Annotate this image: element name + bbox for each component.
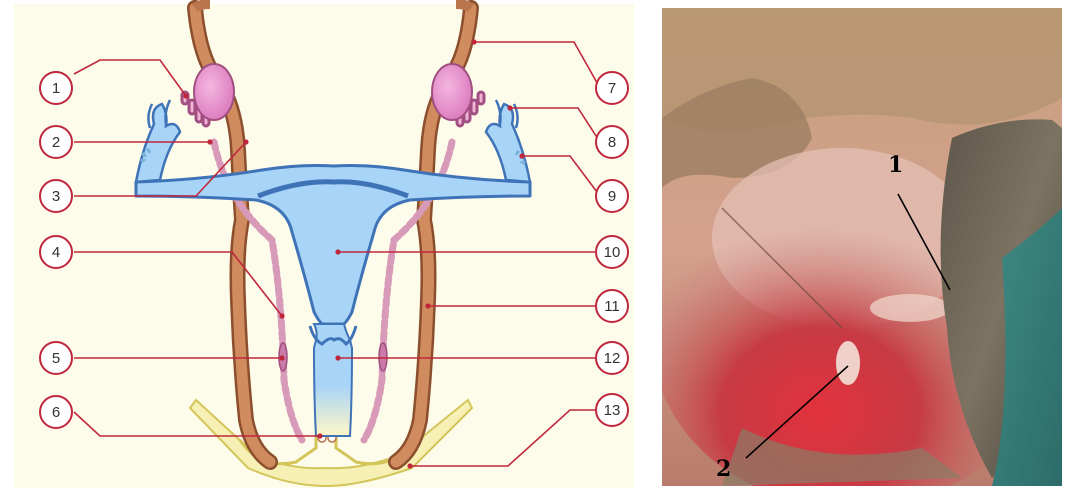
svg-text:4: 4 bbox=[52, 244, 60, 261]
callout-2: 2 bbox=[40, 126, 72, 158]
callout-4: 4 bbox=[40, 236, 72, 268]
photo-label-2: 2 bbox=[716, 456, 731, 482]
anatomy-diagram: 1 2 3 4 5 6 7 8 9 10 11 12 bbox=[0, 0, 648, 492]
white-tissue-spot bbox=[836, 341, 860, 385]
svg-text:5: 5 bbox=[52, 350, 60, 367]
callout-1: 1 bbox=[40, 72, 72, 104]
svg-text:10: 10 bbox=[604, 244, 621, 261]
white-tissue-spot-2 bbox=[870, 294, 950, 322]
callout-8: 8 bbox=[596, 126, 628, 158]
svg-text:13: 13 bbox=[604, 402, 621, 419]
svg-text:12: 12 bbox=[604, 350, 621, 367]
callout-7: 7 bbox=[596, 72, 628, 104]
callout-12: 12 bbox=[596, 342, 628, 374]
callout-10: 10 bbox=[596, 236, 628, 268]
callout-9: 9 bbox=[596, 180, 628, 212]
svg-text:9: 9 bbox=[608, 188, 616, 205]
callout-13: 13 bbox=[596, 394, 628, 426]
svg-text:11: 11 bbox=[604, 298, 620, 315]
svg-text:1: 1 bbox=[52, 80, 60, 97]
svg-text:8: 8 bbox=[608, 134, 616, 151]
svg-text:3: 3 bbox=[52, 188, 60, 205]
surgical-photo: 1 2 bbox=[662, 8, 1062, 486]
photo-label-1: 1 bbox=[888, 152, 903, 178]
callout-3: 3 bbox=[40, 180, 72, 212]
callout-11: 11 bbox=[596, 290, 628, 322]
callout-5: 5 bbox=[40, 342, 72, 374]
svg-text:7: 7 bbox=[608, 80, 616, 97]
callout-6: 6 bbox=[40, 396, 72, 428]
svg-text:6: 6 bbox=[52, 404, 60, 421]
svg-text:2: 2 bbox=[52, 134, 60, 151]
